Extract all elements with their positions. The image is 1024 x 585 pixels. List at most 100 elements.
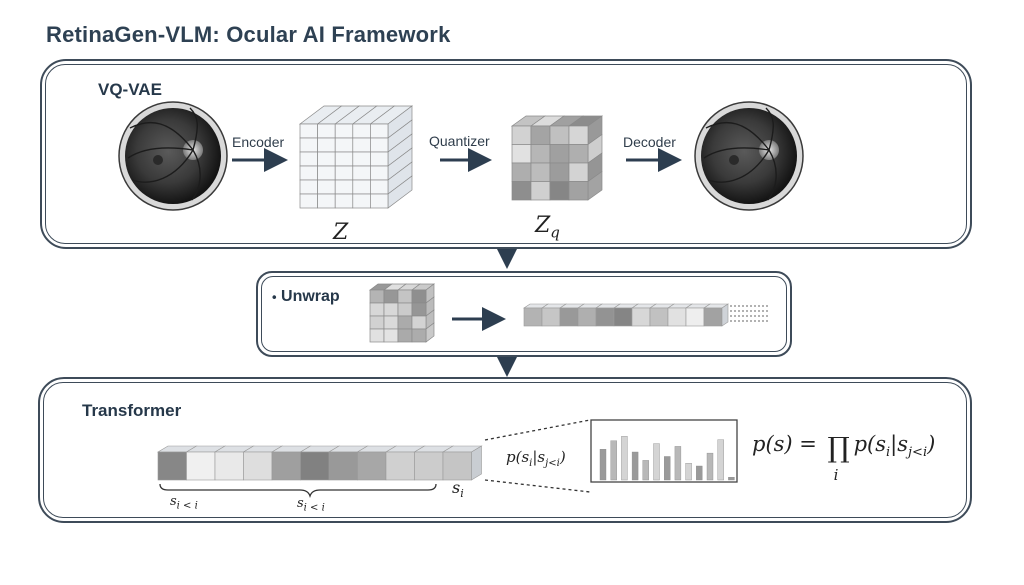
distribution-bar bbox=[717, 439, 724, 481]
z-front-cell bbox=[352, 123, 371, 139]
cond-p: p(s bbox=[506, 448, 530, 466]
unwrap-front-cell bbox=[369, 315, 385, 330]
projection-line-bottom bbox=[484, 479, 591, 493]
z-front-cell bbox=[352, 151, 371, 167]
zq-front-cell bbox=[511, 181, 532, 201]
distribution-bar bbox=[674, 446, 682, 481]
distribution-bar bbox=[685, 463, 692, 481]
unwrap-front-cell bbox=[383, 328, 399, 343]
sequence-token bbox=[414, 451, 444, 481]
unwrap-strip-side bbox=[721, 303, 729, 327]
unwrap-token bbox=[613, 307, 633, 327]
z-front-cell bbox=[299, 165, 318, 181]
zq-front-cell bbox=[568, 144, 589, 164]
distribution-bar bbox=[696, 465, 703, 481]
eq-rhs: p(s bbox=[853, 432, 886, 456]
z-front-cell bbox=[299, 179, 318, 195]
cond-mid: |s bbox=[532, 448, 546, 466]
unwrap-panel-inner bbox=[261, 276, 787, 352]
sequence-token bbox=[357, 451, 387, 481]
distribution-bars bbox=[599, 436, 735, 481]
unwrap-front-cell bbox=[397, 328, 413, 343]
cond-sub2: j<i bbox=[545, 458, 560, 469]
eq-rhs-sub2: j<i bbox=[908, 445, 928, 461]
quantizer-label: Quantizer bbox=[429, 133, 490, 149]
eq-lhs: p(s) = bbox=[752, 432, 817, 456]
z-front-cell bbox=[352, 165, 371, 181]
unwrap-token bbox=[685, 307, 705, 327]
unwrap-token-strip bbox=[523, 303, 768, 327]
zq-base: Z bbox=[535, 213, 551, 238]
vqvae-label: VQ-VAE bbox=[98, 80, 162, 99]
zq-label: Zq bbox=[535, 213, 560, 241]
z-front-cell bbox=[370, 179, 389, 195]
sequence-token bbox=[186, 451, 216, 481]
z-front-cell bbox=[299, 123, 318, 139]
unwrap-panel-outer bbox=[256, 271, 792, 357]
unwrap-token bbox=[667, 307, 687, 327]
z-front-cell bbox=[317, 179, 336, 195]
z-front-cell bbox=[352, 137, 371, 153]
z-front-cell bbox=[334, 137, 354, 153]
unwrap-front-cell bbox=[383, 289, 399, 304]
decoder-label: Decoder bbox=[623, 134, 676, 150]
vqvae-panel-inner bbox=[45, 64, 967, 244]
current-token-label: si bbox=[452, 478, 464, 500]
latent-z-grid bbox=[298, 105, 414, 209]
context-label-1: si < i bbox=[170, 494, 198, 512]
unwrap-label: • Unwrap bbox=[272, 288, 340, 306]
unwrap-token bbox=[595, 307, 615, 327]
distribution-bar bbox=[599, 449, 607, 481]
distribution-bar bbox=[664, 456, 671, 481]
unwrap-front-cell bbox=[397, 289, 413, 304]
unwrap-token bbox=[631, 307, 651, 327]
z-front-cell bbox=[317, 123, 336, 139]
z-front-cell bbox=[352, 179, 371, 195]
unwrap-front-cell bbox=[369, 328, 385, 343]
unwrap-source-cube bbox=[368, 283, 436, 343]
distribution-bar bbox=[631, 451, 639, 481]
unwrap-token bbox=[559, 307, 579, 327]
sequence-token bbox=[157, 451, 187, 481]
z-front-cell bbox=[317, 193, 336, 209]
unwrap-front-cell bbox=[397, 302, 413, 317]
unwrap-front-cell bbox=[411, 302, 427, 317]
conditional-prob-label: p(si|sj<i) bbox=[506, 448, 566, 469]
z-front-cell bbox=[352, 193, 371, 209]
context-label-2: si < i bbox=[297, 496, 325, 514]
z-label: Z bbox=[333, 220, 349, 245]
unwrap-front-cell bbox=[369, 302, 385, 317]
context-label-1-sub: i < i bbox=[176, 500, 198, 512]
current-token-base: s bbox=[452, 478, 461, 497]
unwrap-front-cell bbox=[369, 289, 385, 304]
unwrap-token bbox=[523, 307, 543, 327]
unwrap-token bbox=[541, 307, 561, 327]
sequence-token bbox=[385, 451, 415, 481]
z-front-cell bbox=[299, 151, 318, 167]
context-label-2-sub: i < i bbox=[303, 502, 325, 514]
distribution-bar bbox=[642, 460, 649, 481]
transformer-panel-inner bbox=[43, 382, 967, 518]
encoder-label: Encoder bbox=[232, 134, 285, 150]
z-front-cell bbox=[334, 165, 354, 181]
z-front-cell bbox=[370, 123, 389, 139]
unwrap-front-cell bbox=[383, 302, 399, 317]
unwrap-token bbox=[703, 307, 723, 327]
zq-front-cell bbox=[530, 125, 551, 145]
sequence-token bbox=[442, 451, 472, 481]
unwrap-front-cell bbox=[383, 315, 399, 330]
z-front-cell bbox=[334, 179, 354, 195]
sequence-token bbox=[243, 451, 273, 481]
page-title: RetinaGen-VLM: Ocular AI Framework bbox=[46, 22, 451, 47]
z-front-cell bbox=[370, 151, 389, 167]
z-front-cell bbox=[317, 151, 336, 167]
unwrap-bullet: • bbox=[272, 289, 277, 305]
unwrap-front-cell bbox=[397, 315, 413, 330]
zq-front-cell bbox=[530, 181, 551, 201]
z-front-cell bbox=[334, 193, 354, 209]
vqvae-panel-outer bbox=[40, 59, 972, 249]
unwrap-front-cell bbox=[411, 315, 427, 330]
eq-rhs-sub1: i bbox=[886, 445, 891, 461]
z-front-cell bbox=[317, 165, 336, 181]
z-front-cell bbox=[299, 137, 318, 153]
